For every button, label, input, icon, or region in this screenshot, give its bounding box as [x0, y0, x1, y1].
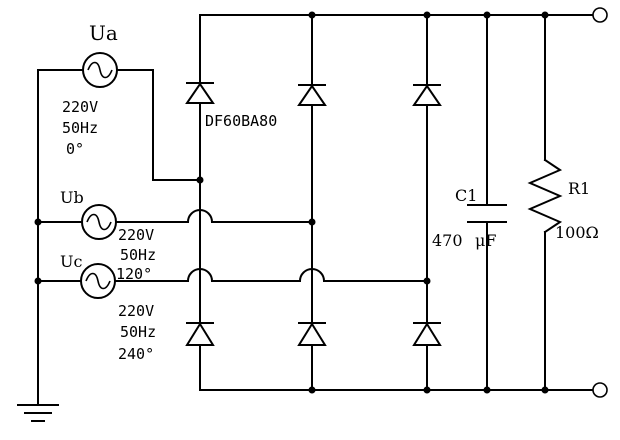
capacitor-value: 470	[432, 231, 463, 250]
bridge-leg-3	[412, 14, 442, 391]
diode-d5	[297, 322, 327, 346]
source-ua-phase: 0°	[66, 140, 84, 158]
source-ua-frequency: 50Hz	[62, 119, 98, 137]
diode-d1	[185, 82, 215, 104]
capacitor-unit: μF	[475, 231, 497, 250]
source-ua	[37, 52, 201, 406]
diode-d4	[185, 322, 215, 346]
source-uc-voltage: 220V	[118, 302, 154, 320]
bridge-label: DF60BA80	[205, 112, 277, 130]
source-uc-frequency: 50Hz	[120, 323, 156, 341]
resistor-value: 100Ω	[555, 223, 599, 242]
capacitor-name: C1	[455, 186, 477, 205]
source-ub-frequency: 50Hz	[120, 246, 156, 264]
bridge-leg-2	[297, 14, 327, 391]
diode-d2	[297, 84, 327, 106]
diode-d3	[412, 84, 442, 106]
source-uc	[37, 263, 428, 299]
ground-icon	[17, 404, 59, 422]
source-ub-voltage: 220V	[118, 226, 154, 244]
bridge-leg-1	[185, 14, 215, 391]
source-ua-voltage: 220V	[62, 98, 98, 116]
source-ub-phase: 120°	[116, 265, 152, 283]
junction-dots	[34, 11, 549, 394]
output-terminal-positive	[592, 7, 608, 23]
source-ua-name: Ua	[89, 21, 118, 45]
output-terminal-negative	[592, 382, 608, 398]
resistor-name: R1	[568, 179, 590, 198]
source-uc-phase: 240°	[118, 345, 154, 363]
resistor-r1	[527, 14, 563, 391]
diode-d6	[412, 322, 442, 346]
source-ub-name: Ub	[60, 188, 84, 207]
capacitor-c1	[467, 14, 507, 391]
source-ub	[37, 204, 313, 240]
source-uc-name: Uc	[60, 252, 82, 271]
